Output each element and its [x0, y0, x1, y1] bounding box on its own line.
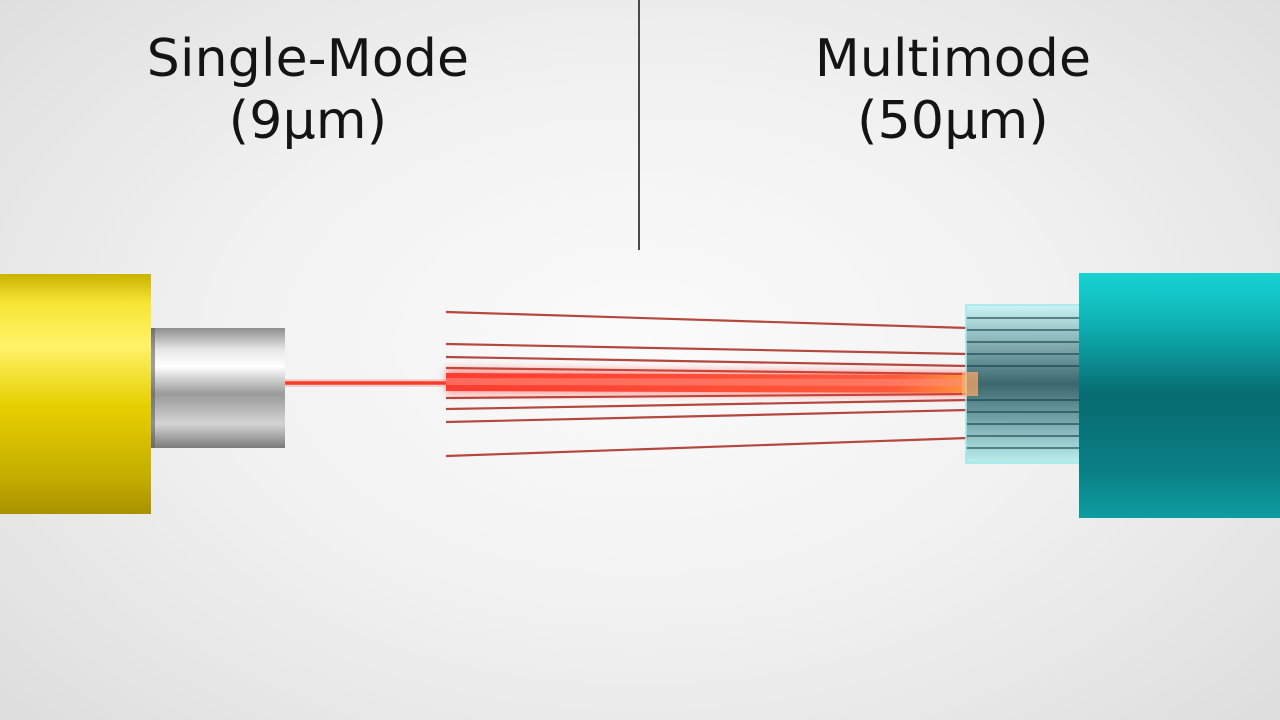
multimode-fiber-bundle [966, 305, 1080, 463]
single-mode-ferrule [151, 328, 285, 448]
center-divider [638, 0, 640, 250]
multimode-title: Multimode [814, 29, 1092, 89]
multimode-label: Multimode (50µm) [743, 28, 1163, 152]
single-mode-label: Single-Mode (9µm) [98, 28, 518, 152]
single-mode-jacket [0, 274, 151, 514]
single-mode-title: Single-Mode [146, 29, 470, 89]
multimode-core-size: (50µm) [857, 91, 1049, 151]
single-mode-core-size: (9µm) [228, 91, 388, 151]
multimode-jacket [1079, 273, 1280, 518]
